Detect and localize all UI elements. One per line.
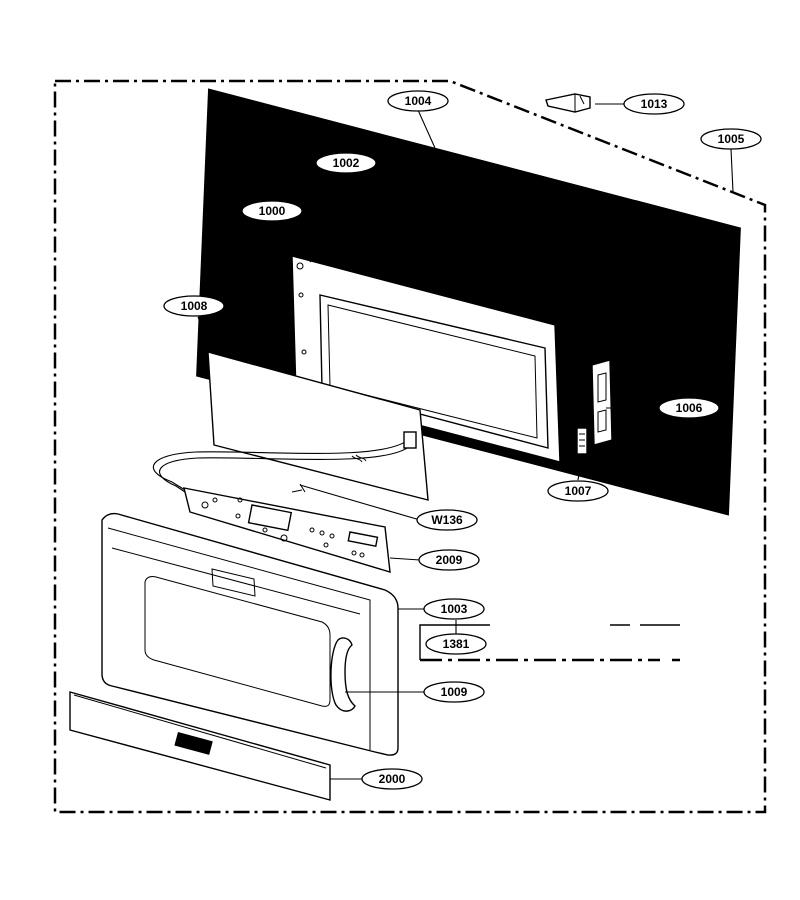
- callout-label: 1004: [405, 94, 432, 108]
- callout-1009: 1009: [423, 681, 485, 703]
- callout-label: 1008: [181, 299, 208, 313]
- callout-label: 1013: [641, 97, 668, 111]
- callout-ellipse: [315, 152, 377, 174]
- callout-label: 1381: [443, 637, 470, 651]
- part-1013-clip: [545, 93, 591, 113]
- callout-1013: 1013: [623, 93, 685, 115]
- callout-1381: 1381: [425, 633, 487, 655]
- callout-ellipse: [387, 90, 449, 112]
- callout-label: 1003: [441, 602, 468, 616]
- callout-ellipse: [700, 128, 762, 150]
- callout-ellipse: [163, 295, 225, 317]
- callout-1004: 1004: [387, 90, 449, 112]
- part-1006-latch: [591, 359, 613, 446]
- callout-ellipse: [418, 549, 480, 571]
- part-2009-pcb: [183, 483, 391, 573]
- callout-ellipse: [423, 681, 485, 703]
- callout-ellipse: [623, 93, 685, 115]
- callout-1005: 1005: [700, 128, 762, 150]
- callout-2000: 2000: [361, 768, 423, 790]
- callout-ellipse: [547, 480, 609, 502]
- callout-label: 1002: [333, 156, 360, 170]
- leader-lines: [197, 103, 734, 780]
- callout-ellipse: [416, 509, 478, 531]
- callout-label: 1000: [259, 204, 286, 218]
- callout-label: 1006: [676, 401, 703, 415]
- callout-2009: 2009: [418, 549, 480, 571]
- part-W136-harness: [152, 431, 417, 495]
- callout-label: 2009: [436, 553, 463, 567]
- callout-W136: W136: [416, 509, 478, 531]
- part-2000-trim: [69, 691, 331, 801]
- callout-1008: 1008: [163, 295, 225, 317]
- callout-ellipse: [425, 633, 487, 655]
- part-1009-handle: [330, 637, 356, 712]
- part-1007-switch: [576, 427, 588, 455]
- subassembly-1381-box: [419, 624, 680, 660]
- callout-1007: 1007: [547, 480, 609, 502]
- callout-1002: 1002: [315, 152, 377, 174]
- callout-ellipse: [423, 598, 485, 620]
- callout-label: 1007: [565, 484, 592, 498]
- callout-ellipse: [241, 200, 303, 222]
- callout-label: W136: [431, 513, 463, 527]
- callout-label: 1009: [441, 685, 468, 699]
- callout-label: 2000: [379, 772, 406, 786]
- callout-label: 1005: [718, 132, 745, 146]
- part-1008-sheet: [207, 351, 429, 501]
- part-1003-door-panel: [101, 512, 399, 756]
- part-1000-door-frame: [291, 255, 569, 463]
- callout-1006: 1006: [658, 397, 720, 419]
- callout-ellipse: [361, 768, 423, 790]
- callout-ellipse: [658, 397, 720, 419]
- callout-1000: 1000: [241, 200, 303, 222]
- assembly-boundary: [53, 79, 767, 814]
- callout-1003: 1003: [423, 598, 485, 620]
